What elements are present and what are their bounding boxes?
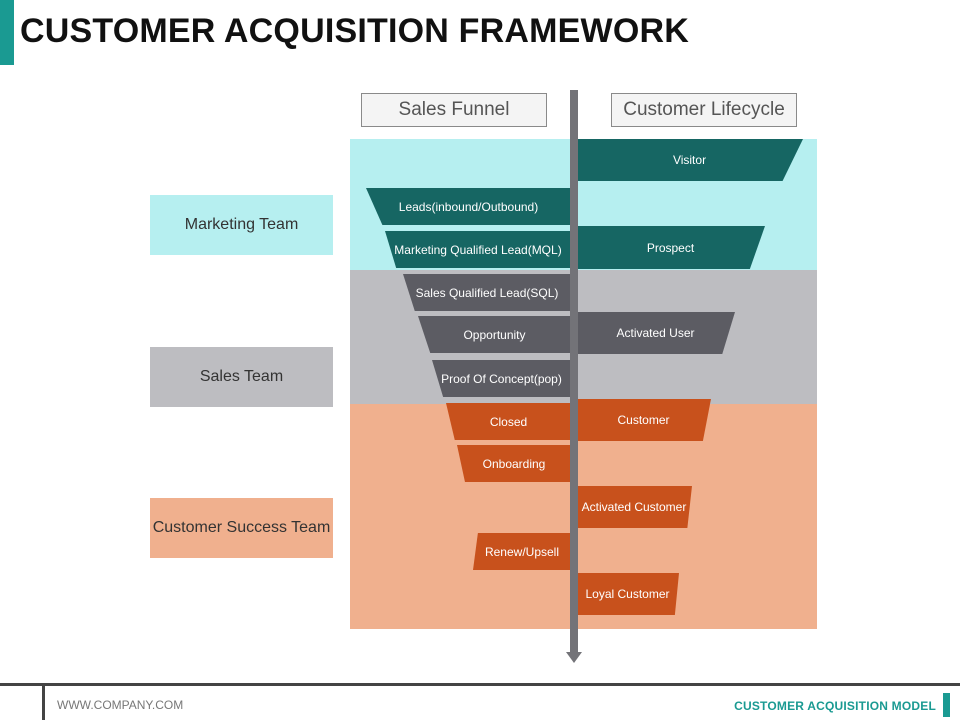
funnel-stage-opportunity: Opportunity xyxy=(418,316,571,353)
page-title: CUSTOMER ACQUISITION FRAMEWORK xyxy=(20,12,689,50)
arrow-down-icon xyxy=(566,652,582,663)
lifecycle-stage-label: Prospect xyxy=(646,240,695,255)
funnel-stage-label: Opportunity xyxy=(463,327,526,342)
footer-url: WWW.COMPANY.COM xyxy=(57,698,184,712)
lifecycle-stage-visitor: Visitor xyxy=(576,139,803,181)
lifecycle-stage-label: Activated User xyxy=(616,326,695,340)
title-accent-bar xyxy=(0,0,14,65)
funnel-stage-label: Closed xyxy=(489,414,528,429)
lifecycle-stage-loyal-customer: Loyal Customer xyxy=(576,573,679,615)
marketing-team-label: Marketing Team xyxy=(150,195,333,255)
funnel-stage-label: Sales Qualified Lead(SQL) xyxy=(415,285,559,300)
footer-title: CUSTOMER ACQUISITION MODEL xyxy=(734,699,936,713)
lifecycle-stage-label: Visitor xyxy=(672,153,707,167)
customer-lifecycle-header: Customer Lifecycle xyxy=(611,93,797,127)
lifecycle-stage-customer: Customer xyxy=(576,399,711,441)
funnel-stage-label: Marketing Qualified Lead(MQL) xyxy=(394,242,562,257)
funnel-stage-mql: Marketing Qualified Lead(MQL) xyxy=(385,231,571,268)
footer-accent-bar xyxy=(943,693,950,717)
funnel-stage-proof-of-concept: Proof Of Concept(pop) xyxy=(432,360,571,397)
funnel-stage-onboarding: Onboarding xyxy=(457,445,571,482)
funnel-stage-leads: Leads(inbound/Outbound) xyxy=(366,188,571,225)
timeline-axis-line xyxy=(570,90,578,656)
lifecycle-stage-label: Loyal Customer xyxy=(585,587,670,601)
footer-left-bar xyxy=(42,686,45,720)
funnel-stage-label: Proof Of Concept(pop) xyxy=(441,371,562,386)
funnel-stage-label: Leads(inbound/Outbound) xyxy=(398,199,539,214)
customer-success-team-label: Customer Success Team xyxy=(150,498,333,558)
lifecycle-stage-activated-customer: Activated Customer xyxy=(576,486,692,528)
lifecycle-stage-activated-user: Activated User xyxy=(576,312,735,354)
footer-divider xyxy=(0,683,960,686)
funnel-stage-label: Onboarding xyxy=(482,456,546,471)
funnel-stage-sql: Sales Qualified Lead(SQL) xyxy=(403,274,571,311)
sales-team-label: Sales Team xyxy=(150,347,333,407)
sales-funnel-header: Sales Funnel xyxy=(361,93,547,127)
lifecycle-stage-label: Activated Customer xyxy=(581,500,687,514)
lifecycle-stage-label: Customer xyxy=(617,413,670,427)
funnel-stage-renew-upsell: Renew/Upsell xyxy=(473,533,571,570)
funnel-stage-closed: Closed xyxy=(446,403,571,440)
funnel-stage-label: Renew/Upsell xyxy=(484,544,560,559)
lifecycle-stage-prospect: Prospect xyxy=(576,226,765,269)
